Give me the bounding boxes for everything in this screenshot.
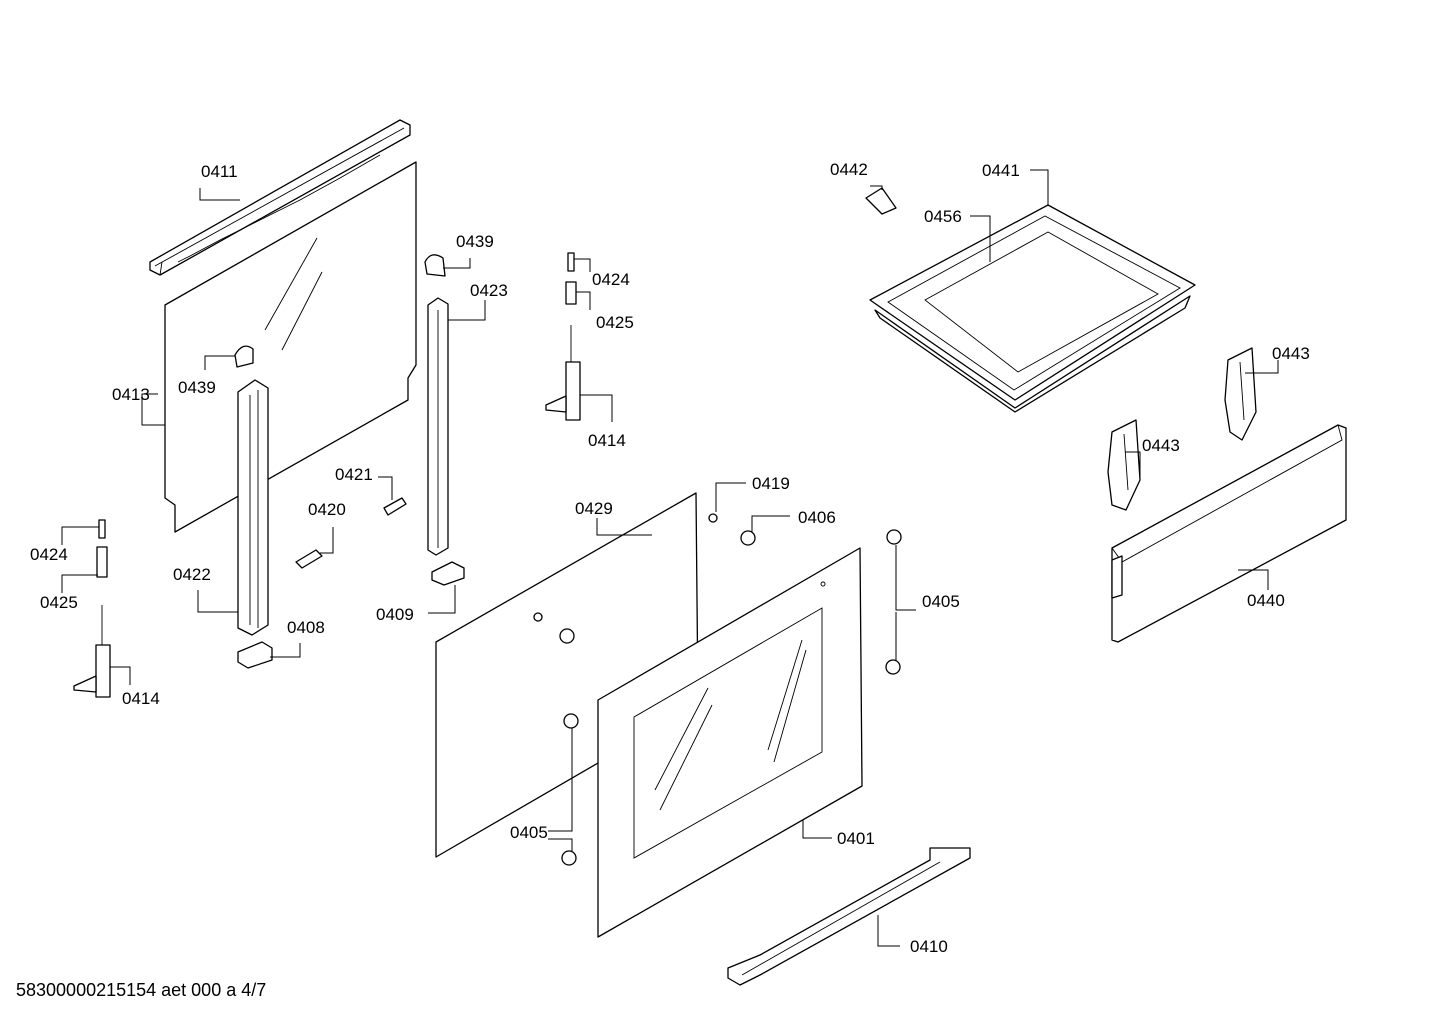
part-0425-sleeve-center (565, 281, 577, 305)
label-0413: 0413 (112, 385, 150, 404)
part-0423-right-rail (427, 297, 449, 556)
label-0425: 0425 (40, 593, 78, 612)
label-0414: 0414 (122, 689, 160, 708)
label-0440: 0440 (1247, 591, 1285, 610)
label-0410: 0410 (910, 937, 948, 956)
part-0439-clip-left (234, 345, 254, 368)
label-0443: 0443 (1142, 436, 1180, 455)
part-0414-hinge-center (545, 325, 581, 421)
part-0405-bumpers (561, 529, 902, 866)
part-0419-spacer (708, 513, 718, 523)
part-0420-small-part (295, 549, 323, 569)
label-0439: 0439 (456, 232, 494, 251)
part-0414-hinge-left (73, 605, 111, 698)
part-0441-baking-tray (869, 204, 1196, 413)
part-0410-door-handle (727, 847, 971, 986)
label-0439: 0439 (178, 378, 216, 397)
label-0408: 0408 (287, 618, 325, 637)
label-0443: 0443 (1272, 344, 1310, 363)
part-0409-bracket (431, 561, 465, 586)
part-number-labels: 0411 0413 0439 0439 0423 0424 0425 0414 … (30, 160, 1310, 956)
part-0442-tray-clip (865, 187, 897, 215)
label-0411: 0411 (201, 162, 238, 181)
label-0425: 0425 (596, 313, 634, 332)
leader-lines (61, 169, 1279, 947)
part-0440-front-panel (1111, 424, 1347, 643)
label-0442: 0442 (830, 160, 868, 179)
document-id: 58300000215154 aet 000 a 4/7 (16, 980, 267, 1000)
part-0443-bracket-upper (1224, 347, 1257, 441)
part-0406-spacer (740, 530, 756, 546)
part-0422-left-rail (237, 379, 269, 636)
label-0406: 0406 (798, 508, 836, 527)
label-0401: 0401 (837, 829, 875, 848)
part-0424-pin-center (567, 252, 575, 272)
part-0421-small-part (383, 497, 407, 516)
label-0424: 0424 (30, 545, 68, 564)
part-0439-clip-right (424, 254, 446, 277)
label-0423: 0423 (470, 281, 508, 300)
label-0409: 0409 (376, 605, 414, 624)
label-0405: 0405 (510, 823, 548, 842)
label-0422: 0422 (173, 565, 211, 584)
label-0421: 0421 (335, 465, 373, 484)
label-0429: 0429 (575, 499, 613, 518)
label-0420: 0420 (308, 500, 346, 519)
label-0456: 0456 (924, 207, 962, 226)
label-0405: 0405 (922, 592, 960, 611)
part-0425-sleeve-left (96, 546, 108, 578)
part-0443-bracket-lower (1107, 419, 1141, 511)
part-0413-glass-pane (164, 161, 417, 533)
part-0401-outer-door-glass (597, 547, 863, 938)
label-0424: 0424 (592, 270, 630, 289)
part-0408-bracket (237, 641, 273, 669)
part-0424-pin-left (98, 519, 106, 539)
label-0441: 0441 (982, 161, 1020, 180)
label-0414: 0414 (588, 431, 626, 450)
part-0411-top-trim (149, 119, 411, 276)
label-0419: 0419 (752, 474, 790, 493)
